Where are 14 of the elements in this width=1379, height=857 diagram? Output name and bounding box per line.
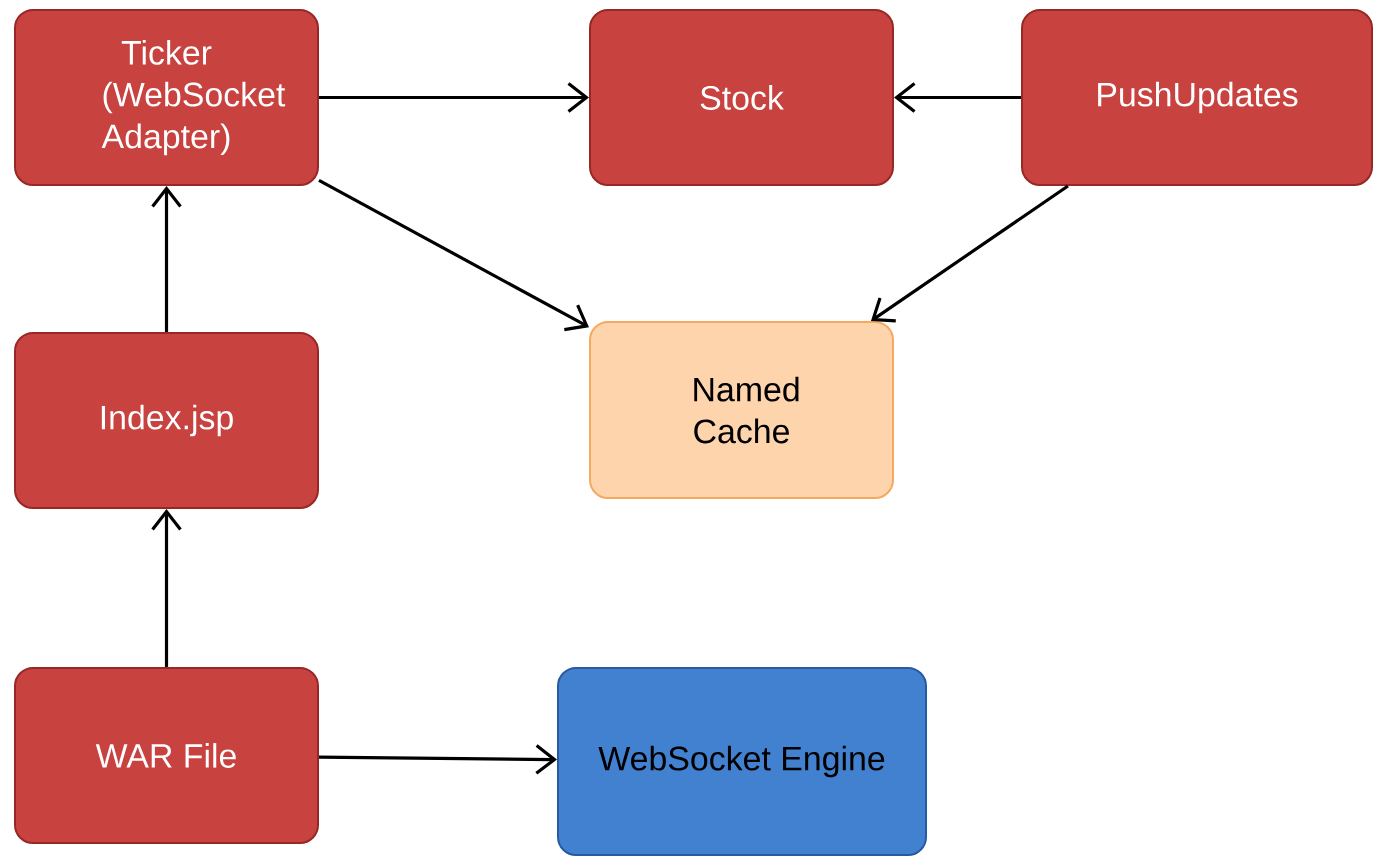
process-box: PushUpdates: [1021, 9, 1373, 186]
arrow: [151, 186, 182, 332]
process-box: Index.jsp: [14, 332, 319, 509]
arrow: [319, 744, 557, 775]
arrow: [151, 509, 182, 667]
process-box: Stock: [589, 9, 894, 186]
arrow: [319, 82, 589, 113]
arrow: [870, 184, 1069, 323]
engine-box: WebSocket Engine: [557, 667, 927, 856]
cache-box: Named Cache: [589, 321, 894, 499]
arrow: [894, 82, 1021, 113]
process-box: Ticker (WebSocket Adapter): [14, 9, 319, 186]
process-box: WAR File: [14, 667, 319, 844]
arrow: [318, 178, 589, 332]
